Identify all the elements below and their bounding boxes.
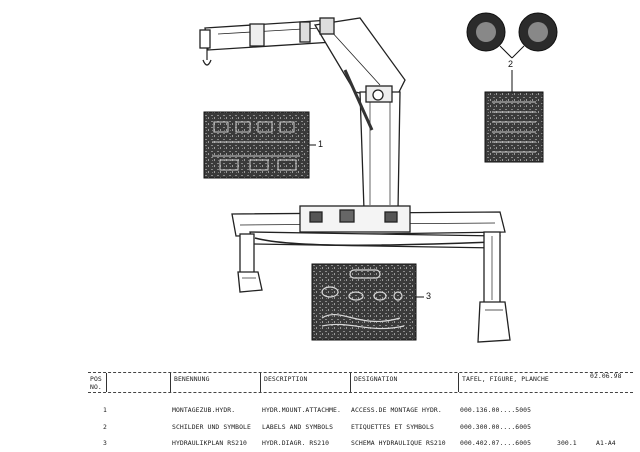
row-benennung: SCHILDER UND SYMBOLE: [172, 423, 251, 431]
row-description: LABELS AND SYMBOLS: [262, 423, 334, 431]
header-tafel: TAFEL, FIGURE, PLANCHE: [462, 375, 549, 383]
parts-list-table: POS NO. BENENNUNG DESCRIPTION DESIGNATIO…: [88, 370, 633, 450]
header-description: DESCRIPTION: [264, 375, 308, 383]
column-divider: [106, 373, 107, 392]
row-pos: 3: [103, 439, 107, 447]
header-designation: DESIGNATION: [354, 375, 398, 383]
row-sheet-ref: 300.1: [557, 439, 577, 447]
column-divider: [260, 373, 261, 392]
column-divider: [350, 373, 351, 392]
row-description: HYDR.DIAGR. RS210: [262, 439, 330, 447]
column-divider: [458, 373, 459, 392]
hydraulic-plan-sheet: [203, 111, 310, 179]
header-bottom-rule: [88, 392, 633, 393]
header-top-rule: [88, 372, 633, 373]
row-designation: SCHEMA HYDRAULIQUE RS210: [351, 439, 446, 447]
row-description: HYDR.MOUNT.ATTACHME.: [262, 406, 341, 414]
column-divider: [170, 373, 171, 392]
row-designation: ETIQUETTES ET SYMBOLS: [351, 423, 434, 431]
header-pos: POS: [90, 375, 102, 383]
row-tafel: 000.402.07....6005: [460, 439, 532, 447]
callout-1: 3: [426, 291, 432, 301]
crane-boom: [199, 17, 406, 211]
header-date: 02.06.98: [590, 372, 622, 380]
labels-symbols-set: [466, 12, 558, 163]
row-range: A1-A4: [596, 439, 616, 447]
row-designation: ACCESS.DE MONTAGE HYDR.: [351, 406, 442, 414]
callout-3: 1: [318, 139, 324, 149]
callout-2: 2: [508, 59, 514, 69]
row-tafel: 000.136.00....5005: [460, 406, 532, 414]
header-benennung: BENENNUNG: [174, 375, 210, 383]
row-pos: 1: [103, 406, 107, 414]
mounting-accessories-sheet: [311, 263, 417, 341]
row-benennung: HYDRAULIKPLAN RS210: [172, 439, 248, 447]
row-pos: 2: [103, 423, 107, 431]
row-tafel: 000.300.00....6005: [460, 423, 532, 431]
header-no: NO.: [90, 383, 102, 391]
row-benennung: MONTAGEZUB.HYDR.: [172, 406, 236, 414]
crane-exploded-drawing: [199, 12, 558, 343]
crane-base: [231, 205, 511, 343]
